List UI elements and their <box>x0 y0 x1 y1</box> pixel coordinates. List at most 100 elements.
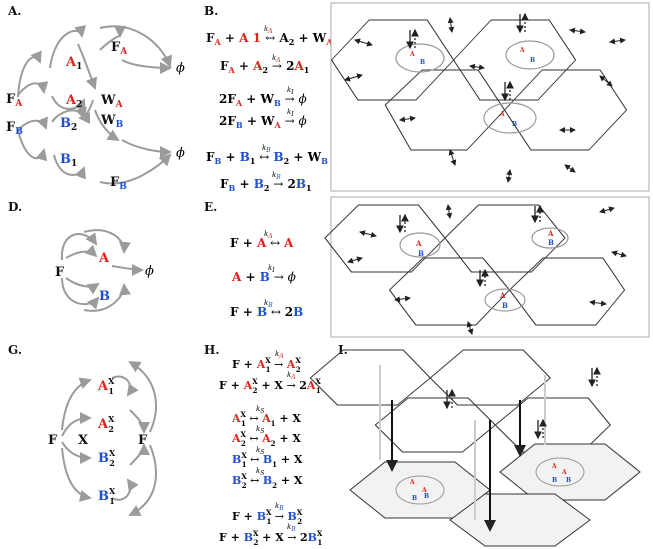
panel-G-network <box>61 360 157 516</box>
svg-text:B: B <box>424 493 429 500</box>
svg-text:kB: kB <box>275 502 284 512</box>
svg-text:FA + A 1 ↔ A2 + WA: FA + A 1 ↔ A2 + WA <box>206 31 333 47</box>
svg-text:B: B <box>530 57 535 64</box>
panel-F-vertical-arrows <box>396 204 544 288</box>
svg-text:kA: kA <box>264 230 273 240</box>
panel-label-G: G. <box>8 343 22 357</box>
svg-text:BX1 ↔ B1 + X: BX1 ↔ B1 + X <box>232 451 303 469</box>
node-B2: B2 <box>60 116 77 133</box>
svg-text:B: B <box>552 477 557 484</box>
svg-text:A: A <box>415 239 422 248</box>
panel-label-B: B. <box>204 4 219 18</box>
panel-D-labels: F A B ϕ <box>55 251 154 304</box>
svg-text:F + BX1 → BX2: F + BX1 → BX2 <box>232 508 303 526</box>
node-B-D: B <box>99 289 110 304</box>
panel-A-labels: FA A1 A2 FA WA WB FB B2 B1 FB ϕ ϕ <box>6 40 185 192</box>
panel-I-networks <box>395 457 585 505</box>
svg-text:kI: kI <box>268 264 275 274</box>
svg-text:kI: kI <box>287 108 294 118</box>
node-X-G: X <box>78 433 89 448</box>
node-FB: FB <box>6 120 23 137</box>
panel-label-H: H. <box>204 343 220 357</box>
node-FB-bottom: FB <box>110 175 127 192</box>
svg-text:A + B → ϕ: A + B → ϕ <box>231 270 296 284</box>
node-WA: WA <box>100 93 124 110</box>
svg-text:FA + A2 → 2A1: FA + A2 → 2A1 <box>220 59 309 75</box>
panel-label-D: D. <box>8 200 23 214</box>
node-F-D: F <box>55 265 65 280</box>
panel-I-vertical-arrows <box>443 366 601 440</box>
node-F2-G: F <box>138 433 148 448</box>
panel-F-networks <box>399 227 569 312</box>
panel-C-networks <box>395 40 555 134</box>
svg-text:A: A <box>421 487 427 494</box>
svg-text:kA: kA <box>264 25 273 35</box>
svg-text:B: B <box>412 495 417 502</box>
svg-text:AX1 ↔ A1 + X: AX1 ↔ A1 + X <box>231 410 301 428</box>
svg-text:kB: kB <box>264 299 273 309</box>
panel-D-network <box>60 229 144 312</box>
svg-text:2FA + WB → ϕ: 2FA + WB → ϕ <box>219 92 307 108</box>
svg-text:kS: kS <box>256 446 264 456</box>
panel-F-species: AB AB AB <box>415 229 554 310</box>
panel-I-lower-hexgrid <box>349 443 641 547</box>
svg-text:B: B <box>566 477 571 484</box>
svg-text:kS: kS <box>256 405 264 415</box>
svg-text:FB + B1 ↔ B2 + WB: FB + B1 ↔ B2 + WB <box>206 150 328 166</box>
svg-text:B: B <box>418 249 424 258</box>
panel-C-hexgrid <box>330 19 628 151</box>
panel-F-arrows <box>347 204 627 335</box>
node-F-G: F <box>48 433 58 448</box>
svg-text:A: A <box>551 463 557 470</box>
svg-text:FB + B2 → 2B1: FB + B2 → 2B1 <box>220 177 312 193</box>
svg-text:B: B <box>548 238 554 247</box>
svg-text:B: B <box>512 121 517 128</box>
panel-label-A: A. <box>8 4 22 18</box>
svg-text:F + A ↔ A: F + A ↔ A <box>230 236 294 250</box>
node-WB: WB <box>100 113 124 130</box>
node-B1: B1 <box>60 152 77 169</box>
panel-I-upper-hexgrid <box>309 349 612 453</box>
svg-text:BX2 ↔ B2 + X: BX2 ↔ B2 + X <box>232 472 303 490</box>
panel-F-hexgrid <box>324 204 626 326</box>
svg-text:kB: kB <box>262 144 271 154</box>
svg-text:kB: kB <box>287 523 296 533</box>
svg-text:A: A <box>519 47 525 54</box>
svg-text:kB: kB <box>272 171 281 181</box>
svg-text:kA: kA <box>287 371 296 381</box>
svg-text:F + AX1 → AX2: F + AX1 → AX2 <box>232 356 301 374</box>
node-A2: A2 <box>65 93 82 110</box>
node-A1: A1 <box>65 55 82 72</box>
panel-C-frame <box>330 2 650 192</box>
node-FA: FA <box>6 92 23 109</box>
phi-A-bottom: ϕ <box>176 146 185 161</box>
panel-E-equations: F + A ↔ A kA A + B → ϕ kI F + B ↔ 2B kB <box>230 230 303 319</box>
panel-A-network <box>17 25 173 185</box>
panel-B-equations: FA + A 1 ↔ A2 + WA kA FA + A2 → 2A1 kA 2… <box>206 25 333 193</box>
svg-text:A: A <box>409 479 415 486</box>
svg-text:kI: kI <box>287 86 294 96</box>
svg-text:F + B ↔ 2B: F + B ↔ 2B <box>230 305 303 319</box>
svg-text:kA: kA <box>272 54 281 64</box>
panel-C-vertical-arrows <box>406 12 529 102</box>
node-FA-top: FA <box>111 40 128 57</box>
svg-text:A: A <box>499 111 505 118</box>
svg-text:AX2 ↔ A2 + X: AX2 ↔ A2 + X <box>231 430 301 448</box>
svg-text:A: A <box>499 291 506 300</box>
svg-text:B: B <box>502 301 508 310</box>
svg-text:A: A <box>409 51 415 58</box>
panel-label-E: E. <box>204 200 218 214</box>
svg-text:A: A <box>547 229 554 238</box>
panel-C-arrows <box>344 17 626 183</box>
panel-I-links <box>379 365 546 532</box>
phi-A-top: ϕ <box>176 61 185 76</box>
